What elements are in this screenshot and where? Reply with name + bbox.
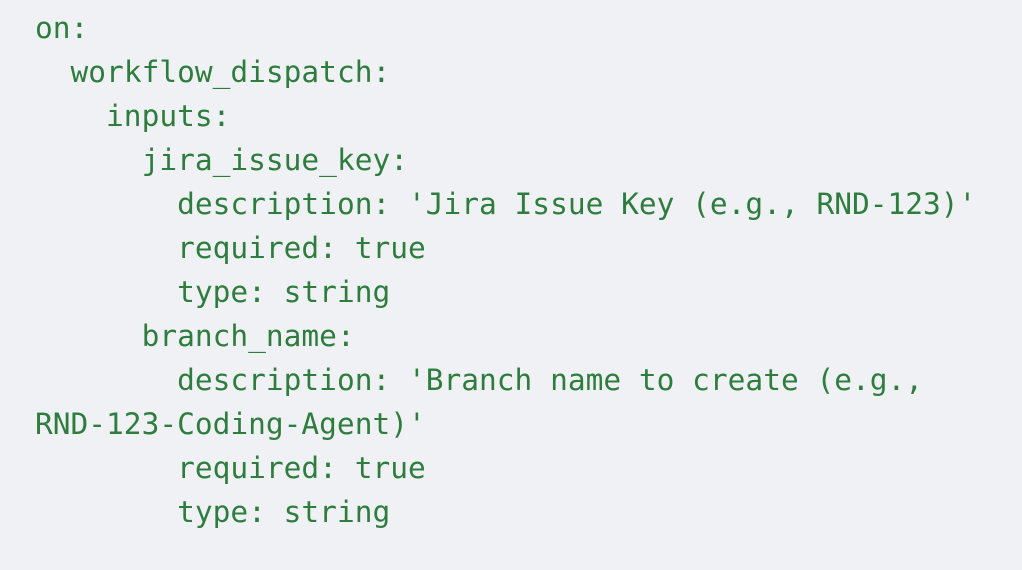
code-line-1: on:	[35, 11, 89, 45]
code-line-11: type: string	[35, 495, 391, 529]
code-line-9: description: 'Branch name to create (e.g…	[35, 363, 941, 441]
code-line-7: type: string	[35, 275, 391, 309]
yaml-code-block[interactable]: on: workflow_dispatch: inputs: jira_issu…	[35, 6, 986, 534]
yaml-code-content: on: workflow_dispatch: inputs: jira_issu…	[35, 6, 986, 534]
code-line-8: branch_name:	[35, 319, 355, 353]
code-line-6: required: true	[35, 231, 426, 265]
code-line-5: description: 'Jira Issue Key (e.g., RND-…	[35, 187, 977, 221]
code-line-4: jira_issue_key:	[35, 143, 408, 177]
code-line-2: workflow_dispatch:	[35, 55, 391, 89]
code-line-3: inputs:	[35, 99, 231, 133]
code-line-10: required: true	[35, 451, 426, 485]
